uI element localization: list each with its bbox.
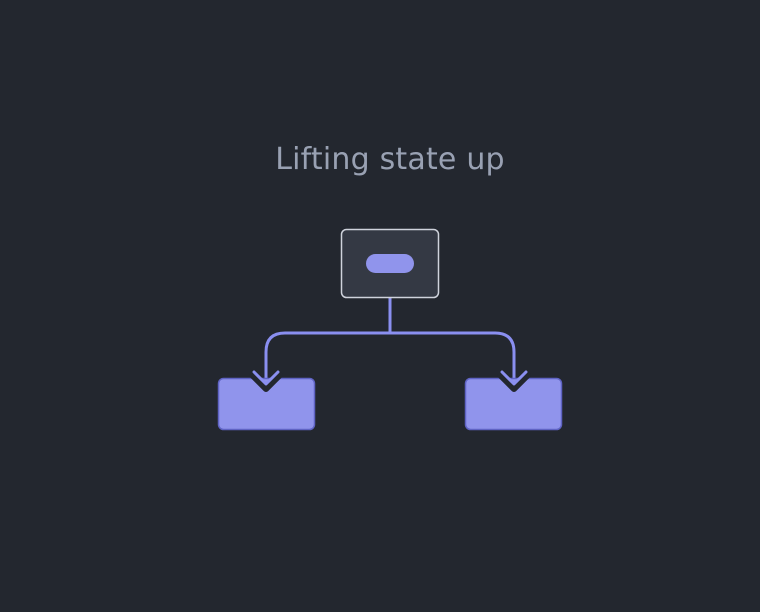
diagram-title: Lifting state up bbox=[275, 142, 505, 177]
child-component-right bbox=[464, 377, 563, 431]
edge-left bbox=[264, 331, 392, 384]
edge-right bbox=[388, 331, 516, 384]
state-pill bbox=[366, 254, 414, 273]
arrowhead-left bbox=[249, 370, 283, 392]
child-component-left bbox=[217, 377, 316, 431]
arrowhead-right bbox=[497, 370, 531, 392]
